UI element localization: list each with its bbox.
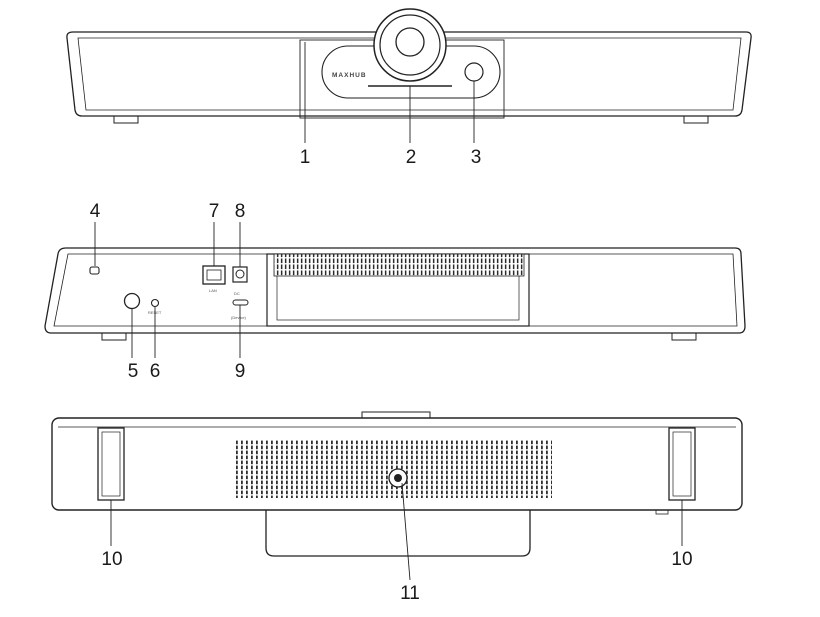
callout-8: 8 [235, 201, 246, 222]
callout-10-left: 10 [101, 549, 122, 570]
callout-9: 9 [235, 361, 246, 382]
bottom-right-notch [655, 509, 669, 515]
rear-view: RESET LAN DC (Device) 4 7 8 5 6 9 [44, 201, 746, 382]
usb-c-device-label: (Device) [231, 315, 247, 320]
callout-7: 7 [209, 201, 220, 222]
camera-lens-inner [395, 27, 425, 57]
callout-11: 11 [400, 583, 420, 604]
usb-c-device-port [232, 299, 249, 306]
front-left-foot [113, 115, 139, 124]
callout-4: 4 [90, 201, 101, 222]
callout-2: 2 [406, 147, 417, 168]
front-right-foot [683, 115, 709, 124]
rear-right-foot [671, 332, 697, 341]
bottom-stand [265, 510, 531, 557]
callout-3: 3 [471, 147, 482, 168]
dc-port-label: DC [234, 291, 240, 296]
front-bar-body [66, 31, 752, 117]
callout-line-11 [401, 482, 411, 581]
callout-1: 1 [300, 147, 311, 168]
rear-left-foot [101, 332, 127, 341]
right-rubber-foot-inner [672, 431, 692, 497]
reset-button [150, 298, 160, 308]
bottom-vent-grille [236, 440, 552, 498]
camera-lens-mid [379, 14, 441, 76]
lan-port-label: LAN [209, 288, 217, 293]
lan-port-inner [206, 269, 222, 281]
front-bar-inner-edge [77, 37, 742, 111]
camera-lens-outer [373, 8, 447, 82]
lan-port [202, 265, 226, 285]
left-rubber-foot-inner [101, 431, 121, 497]
callout-10-right: 10 [671, 549, 692, 570]
kensington-lock-slot [89, 266, 100, 275]
tripod-mount-hole [394, 474, 402, 482]
brand-logo: MAXHUB [332, 72, 367, 79]
dc-power-port-pin [235, 269, 245, 279]
rear-bar-body [44, 247, 746, 334]
dc-power-port [232, 266, 248, 283]
callout-6: 6 [150, 361, 161, 382]
bottom-view: 10 10 11 [51, 411, 743, 604]
bottom-top-tab [361, 411, 431, 419]
power-button [123, 292, 141, 310]
callout-5: 5 [128, 361, 139, 382]
ir-sensor [464, 62, 484, 82]
front-view: MAXHUB 1 2 3 [66, 8, 752, 168]
rear-vent-grille [273, 253, 525, 277]
